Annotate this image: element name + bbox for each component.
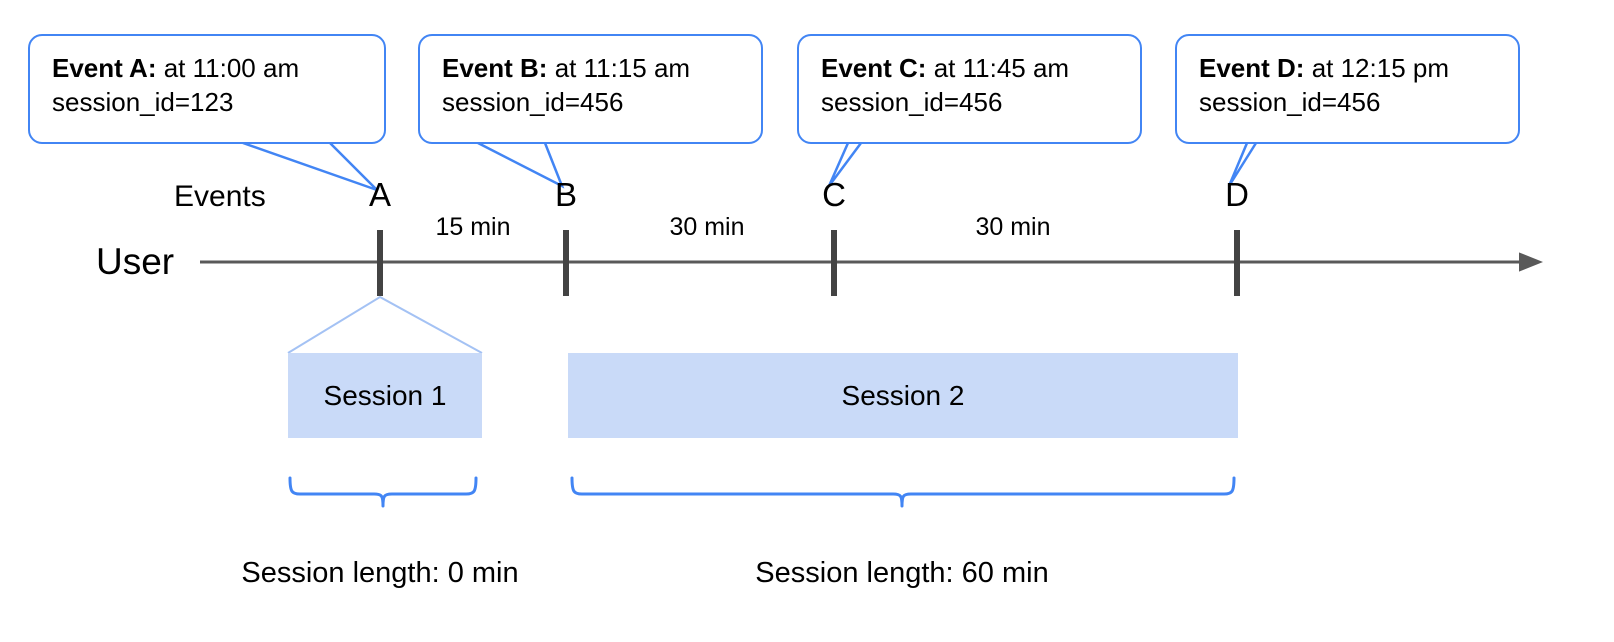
callout-event-d-time: at 12:15 pm xyxy=(1304,53,1450,83)
events-row-label: Events xyxy=(174,180,266,213)
session-1-connector xyxy=(287,295,483,354)
tick-label-c: C xyxy=(822,176,846,213)
callout-event-a-line1: Event A: at 11:00 am xyxy=(52,52,364,86)
callout-event-d-line1: Event D: at 12:15 pm xyxy=(1199,52,1498,86)
session-1-brace xyxy=(288,476,478,508)
callout-tail-b xyxy=(476,141,565,189)
session-box-1-label: Session 1 xyxy=(323,379,447,411)
callout-event-d-session: session_id=456 xyxy=(1199,86,1381,117)
callout-event-c-time: at 11:45 am xyxy=(926,53,1070,83)
callout-event-a-title: Event A: xyxy=(52,53,157,83)
session-1-length-caption: Session length: 0 min xyxy=(241,557,519,589)
session-box-1[interactable]: Session 1 xyxy=(288,353,482,438)
callout-event-d[interactable]: Event D: at 12:15 pm session_id=456 xyxy=(1175,34,1520,144)
session-box-2-label: Session 2 xyxy=(841,379,965,411)
session-2-length-caption: Session length: 60 min xyxy=(755,557,1049,589)
tick-label-d: D xyxy=(1225,176,1249,213)
gap-label-a-b: 15 min xyxy=(435,213,511,241)
lane-label-user: User xyxy=(96,241,175,282)
callout-event-a-time: at 11:00 am xyxy=(156,53,300,83)
callout-event-b-line1: Event B: at 11:15 am xyxy=(442,52,741,86)
callout-event-b-time: at 11:15 am xyxy=(547,53,691,83)
callout-event-c-session: session_id=456 xyxy=(821,86,1003,117)
gap-label-b-c: 30 min xyxy=(669,213,745,241)
callout-event-a-session: session_id=123 xyxy=(52,86,234,117)
callout-event-d-title: Event D: xyxy=(1199,53,1305,83)
session-box-2[interactable]: Session 2 xyxy=(568,353,1238,438)
callout-event-b[interactable]: Event B: at 11:15 am session_id=456 xyxy=(418,34,763,144)
session-2-brace xyxy=(570,476,1236,508)
tick-label-b: B xyxy=(554,176,578,213)
callout-event-b-title: Event B: xyxy=(442,53,548,83)
callout-event-c-line1: Event C: at 11:45 am xyxy=(821,52,1120,86)
callout-event-c-title: Event C: xyxy=(821,53,927,83)
callout-event-c[interactable]: Event C: at 11:45 am session_id=456 xyxy=(797,34,1142,144)
tick-label-a: A xyxy=(368,176,392,213)
gap-label-c-d: 30 min xyxy=(975,213,1051,241)
callout-event-b-session: session_id=456 xyxy=(442,86,624,117)
callout-event-a[interactable]: Event A: at 11:00 am session_id=123 xyxy=(28,34,386,144)
